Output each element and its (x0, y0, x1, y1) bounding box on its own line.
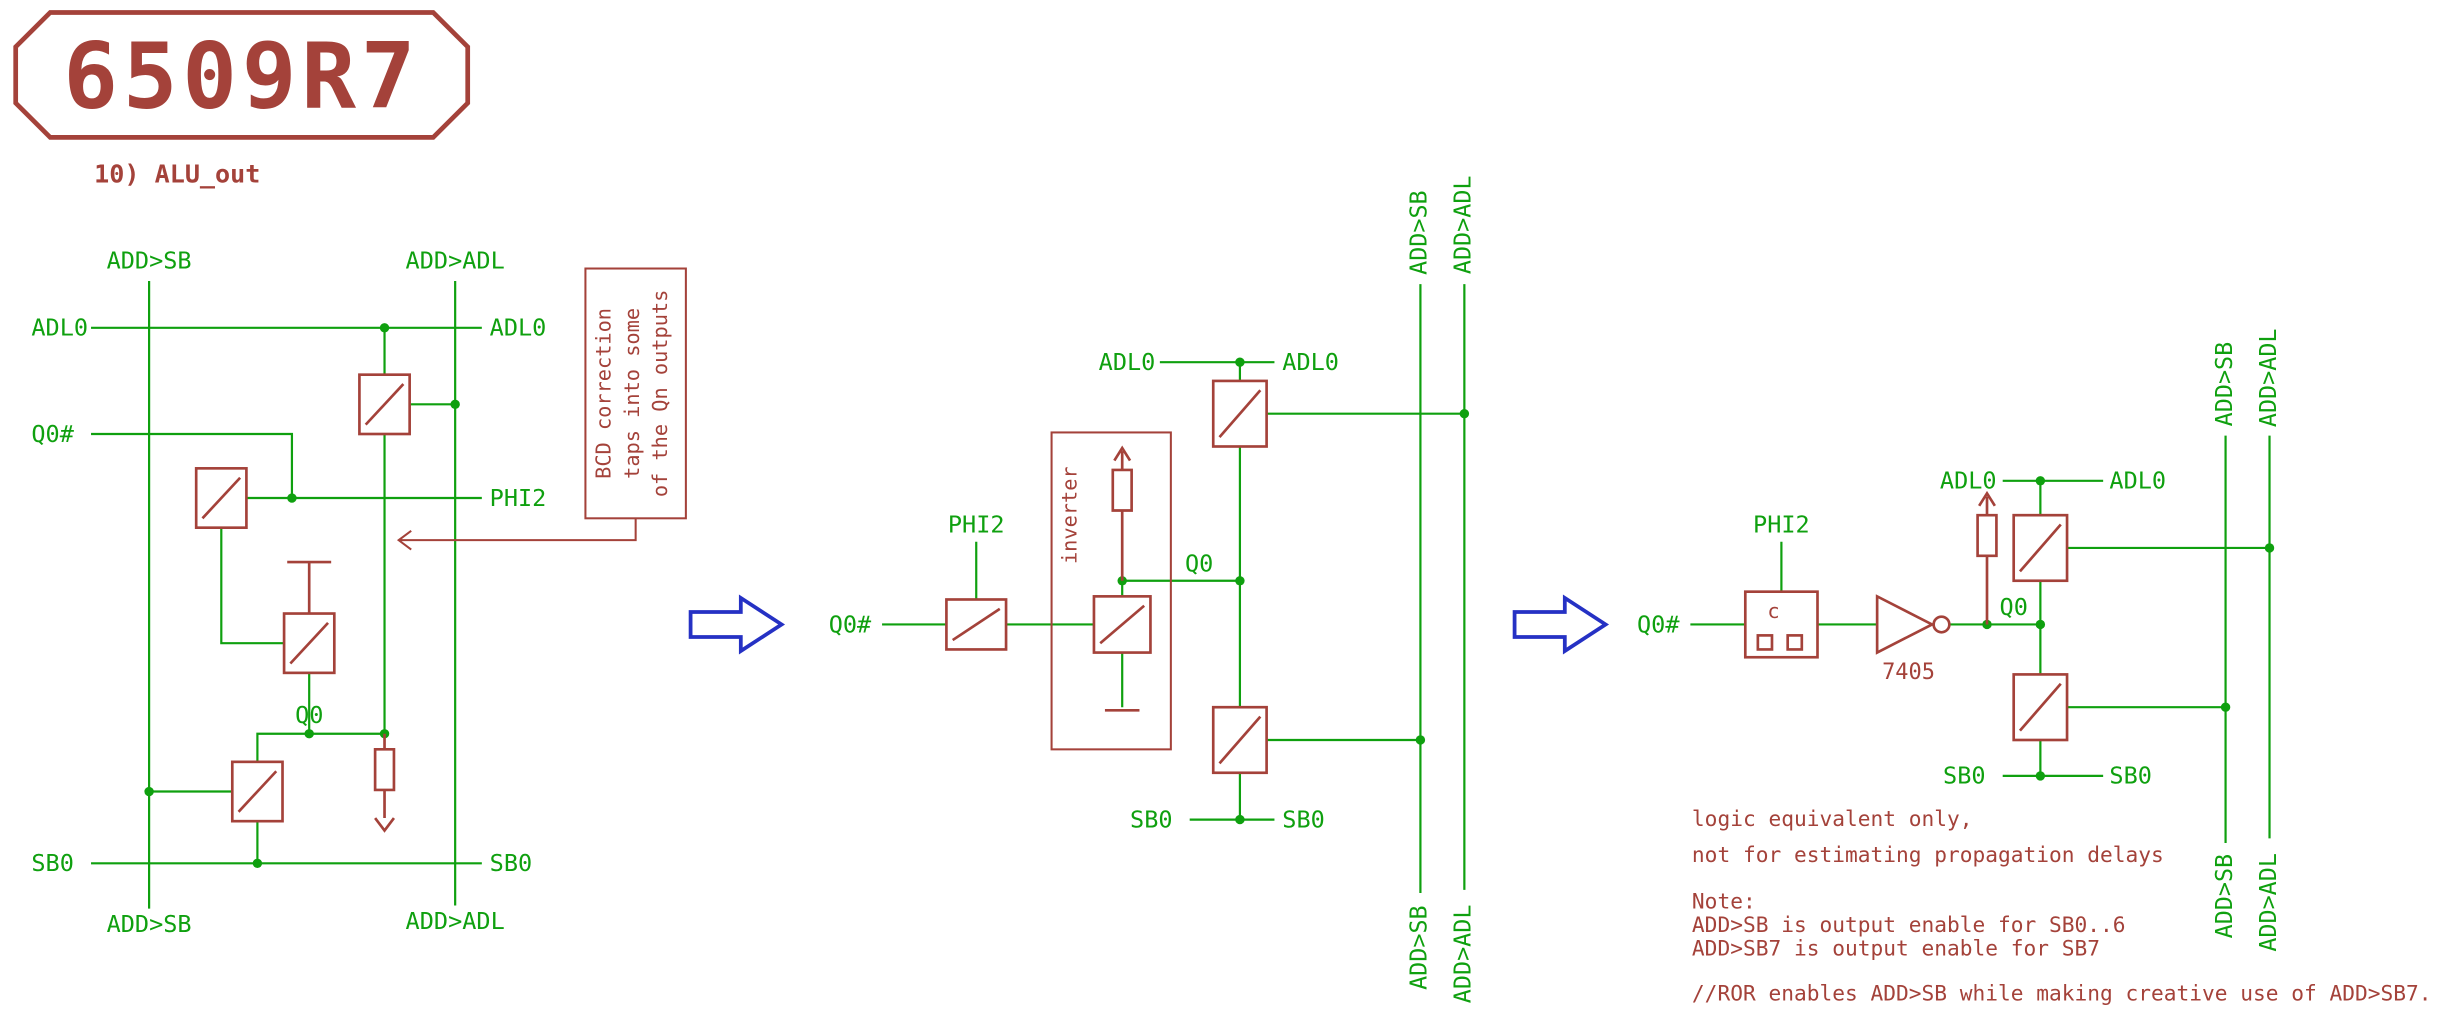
net-label-sb0-left: SB0 (31, 849, 74, 877)
net-label-sb0-right-right: SB0 (2109, 762, 2152, 790)
pulldown-resistor (373, 733, 396, 833)
net-label-phi2-right: PHI2 (1753, 510, 1810, 538)
clocked-latch (1743, 590, 1819, 659)
pass-transistor-t5 (945, 598, 1008, 651)
bcd-annotation: BCD correction taps into some of the Qn … (396, 267, 687, 551)
note-disclaimer-1: logic equivalent only, (1692, 806, 1973, 831)
latch-clock-pin-label: c (1767, 599, 1779, 623)
net-label-adl0-mid-right: ADL0 (1282, 348, 1339, 376)
inverter-part-label: 7405 (1882, 660, 1935, 685)
inverter-pullup-resistor (1111, 445, 1133, 581)
pullup-resistor-right (1976, 490, 1998, 625)
transform-arrow-1 (688, 594, 786, 655)
inverter-label: inverter (1058, 466, 1082, 564)
pass-transistor-t4 (230, 760, 284, 823)
net-label-q0not: Q0# (31, 420, 74, 448)
bus-label-add-sb-mid-bottom: ADD>SB (1405, 905, 1433, 990)
inverter-gate-7405 (1875, 594, 1951, 655)
bcd-note-line2: taps into some (620, 308, 644, 479)
pass-transistor-t10 (2012, 673, 2069, 742)
right-junction-dots (1982, 476, 2275, 781)
net-label-q0not-right: Q0# (1637, 610, 1680, 638)
bus-label-add-adl-right-top: ADD>ADL (2254, 328, 2282, 427)
pass-transistor-t8 (1211, 705, 1268, 775)
net-label-adl0-right-right: ADL0 (2109, 467, 2166, 495)
net-label-phi2: PHI2 (490, 484, 547, 512)
note-disclaimer-2: not for estimating propagation delays (1692, 842, 2164, 867)
bcd-note-box (584, 267, 687, 520)
net-label-q0-mid: Q0 (1185, 549, 1213, 577)
middle-circuit: inverter Q0# PHI2 ADL0 ADL0 Q0 SB0 SB0 A… (829, 175, 1477, 1003)
logo-text: 6509R7 (63, 25, 420, 130)
left-circuit-wires (91, 281, 482, 909)
bus-label-add-sb-mid-top: ADD>SB (1405, 190, 1433, 275)
bcd-note-arrow (396, 518, 637, 551)
note-line-1: ADD>SB is output enable for SB0..6 (1692, 912, 2126, 937)
net-label-adl0-left: ADL0 (31, 314, 88, 342)
transform-arrow-2 (1512, 594, 1610, 655)
net-label-sb0-mid-left: SB0 (1130, 805, 1173, 833)
net-label-adl0-right: ADL0 (490, 314, 547, 342)
net-label-adl0-mid-left: ADL0 (1099, 348, 1156, 376)
inverter-box (1050, 431, 1172, 751)
pass-transistor-t2 (194, 467, 248, 529)
net-label-sb0-mid-right: SB0 (1282, 805, 1325, 833)
pass-transistor-t7 (1211, 379, 1268, 448)
net-label-add-adl-bottom: ADD>ADL (406, 907, 505, 935)
net-label-add-sb-bottom: ADD>SB (107, 910, 192, 938)
net-label-add-sb-top: ADD>SB (107, 247, 192, 275)
middle-junction-dots (1117, 357, 1470, 825)
page-title: 10) ALU_out (94, 160, 260, 189)
inverter-bubble (1932, 615, 1951, 634)
logo-block: 6509R7 10) ALU_out (13, 10, 471, 189)
net-label-q0not-mid: Q0# (829, 610, 872, 638)
pass-transistor-t9 (2012, 513, 2069, 583)
net-label-phi2-mid: PHI2 (948, 510, 1005, 538)
middle-circuit-wires (882, 284, 1466, 893)
net-label-add-adl-top: ADD>ADL (406, 247, 505, 275)
net-label-q0-right: Q0 (2000, 593, 2028, 621)
pass-transistor-t1 (358, 373, 411, 436)
bcd-note-line1: BCD correction (591, 308, 615, 479)
net-label-sb0-right-left: SB0 (1943, 762, 1986, 790)
notes-block: logic equivalent only, not for estimatin… (1692, 806, 2432, 1006)
bus-label-add-adl-right-bottom: ADD>ADL (2254, 853, 2282, 952)
net-label-sb0-right: SB0 (490, 849, 533, 877)
pass-transistor-t3 (282, 560, 336, 675)
pass-transistor-t6 (1092, 595, 1152, 654)
note-line-2: ADD>SB7 is output enable for SB7 (1692, 935, 2100, 960)
left-circuit: ADD>SB ADD>ADL ADL0 ADL0 Q0# PHI2 Q0 SB0… (31, 247, 687, 938)
note-title: Note: (1692, 889, 1756, 914)
net-label-adl0-right-left: ADL0 (1940, 467, 1997, 495)
bus-label-add-sb-right-bottom: ADD>SB (2210, 854, 2238, 939)
note-comment: //ROR enables ADD>SB while making creati… (1692, 981, 2432, 1006)
logo-outline (13, 10, 471, 140)
net-label-q0: Q0 (295, 701, 323, 729)
bus-label-add-sb-right-top: ADD>SB (2210, 342, 2238, 427)
left-junction-dots (144, 323, 460, 869)
right-circuit: c 7405 Q0# PHI2 ADL0 ADL0 Q0 SB0 SB0 ADD… (1637, 328, 2282, 951)
bus-label-add-adl-mid-top: ADD>ADL (1449, 175, 1477, 274)
bcd-note-line3: of the Qn outputs (648, 290, 672, 498)
bus-label-add-adl-mid-bottom: ADD>ADL (1449, 905, 1477, 1004)
